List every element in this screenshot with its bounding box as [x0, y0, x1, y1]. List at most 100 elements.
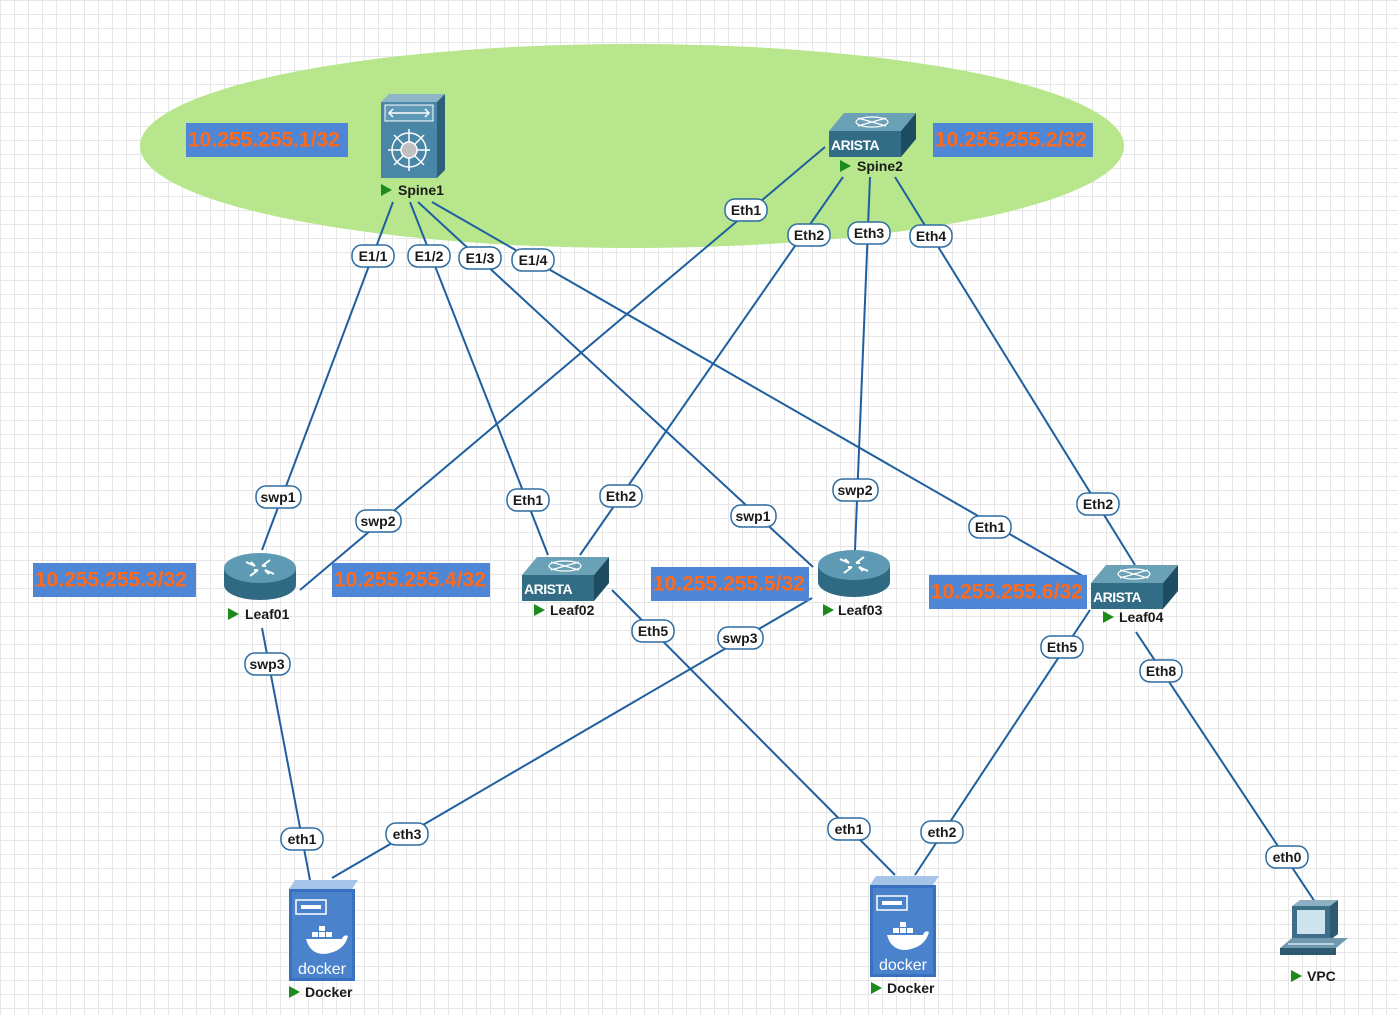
router-icon [818, 550, 890, 597]
leaf04-brand: ARISTA [1093, 589, 1141, 605]
node-docker2[interactable]: docker Docker [870, 876, 939, 996]
node-label: Docker [871, 980, 935, 996]
port-leaf02-eth5[interactable]: Eth5 [631, 619, 675, 643]
port-text: Eth2 [606, 488, 637, 504]
port-text: eth3 [393, 826, 422, 842]
whale-icon [887, 922, 929, 950]
ip-label-text: 10.255.255.4/32 [334, 569, 486, 592]
node-leaf04[interactable]: ARISTA Leaf04 [1091, 565, 1178, 625]
leaf01-name: Leaf01 [245, 606, 290, 622]
node-label: VPC [1291, 968, 1336, 984]
docker1-brand: docker [298, 961, 347, 978]
port-spine2-eth1[interactable]: Eth1 [724, 198, 768, 222]
router-icon [224, 553, 296, 600]
leaf03-name: Leaf03 [838, 602, 883, 618]
port-leaf04-eth8[interactable]: Eth8 [1139, 659, 1183, 683]
ip-label-leaf01b: 10.255.255.4/32 [332, 563, 490, 597]
ip-label-leaf04: 10.255.255.6/32 [929, 575, 1087, 609]
port-text: Eth2 [1083, 496, 1114, 512]
ip-label-text: 10.255.255.1/32 [188, 129, 340, 152]
arista-switch-icon: ARISTA [522, 557, 609, 601]
ip-label-text: 10.255.255.5/32 [653, 573, 805, 596]
port-text: eth0 [1273, 849, 1302, 865]
node-leaf01[interactable]: Leaf01 [224, 553, 296, 622]
node-label: Spine1 [381, 182, 444, 198]
port-text: Eth5 [1047, 639, 1078, 655]
docker-server-icon: docker [870, 876, 939, 977]
port-text: Eth1 [731, 202, 762, 218]
ip-label-text: 10.255.255.3/32 [35, 569, 187, 592]
port-leaf01-swp2[interactable]: swp2 [355, 509, 402, 533]
port-spine1-e1-3[interactable]: E1/3 [458, 246, 502, 270]
port-vpc-eth0[interactable]: eth0 [1265, 845, 1309, 869]
port-text: Eth2 [794, 227, 825, 243]
port-text: swp2 [360, 513, 395, 529]
port-docker2-eth1[interactable]: eth1 [827, 817, 871, 841]
node-leaf03[interactable]: Leaf03 [818, 550, 890, 618]
port-text: eth2 [928, 824, 957, 840]
node-label: Leaf03 [823, 602, 883, 618]
arista-switch-icon: ARISTA [829, 113, 916, 157]
port-text: swp2 [837, 482, 872, 498]
port-text: Eth5 [638, 623, 669, 639]
nexus-switch-icon [381, 94, 445, 178]
port-docker1-eth3[interactable]: eth3 [385, 822, 429, 846]
port-text: swp1 [735, 508, 770, 524]
ip-label-text: 10.255.255.6/32 [931, 581, 1083, 604]
port-leaf04-eth1[interactable]: Eth1 [968, 515, 1012, 539]
port-leaf01-swp1[interactable]: swp1 [255, 485, 302, 509]
port-spine1-e1-4[interactable]: E1/4 [511, 248, 555, 272]
docker2-brand: docker [879, 957, 928, 974]
vpc-name: VPC [1307, 968, 1336, 984]
node-label: Leaf01 [228, 606, 290, 622]
port-text: Eth4 [916, 228, 947, 244]
docker-server-icon: docker [289, 880, 358, 981]
port-spine2-eth3[interactable]: Eth3 [847, 221, 891, 245]
port-leaf03-swp2[interactable]: swp2 [832, 478, 879, 502]
docker1-name: Docker [305, 984, 353, 1000]
port-spine1-e1-2[interactable]: E1/2 [407, 244, 451, 268]
node-spine1[interactable]: Spine1 [381, 94, 445, 198]
pc-icon [1280, 900, 1348, 955]
node-label: Leaf02 [534, 602, 595, 618]
port-text: Eth1 [513, 492, 544, 508]
spine2-name: Spine2 [857, 158, 903, 174]
port-text: eth1 [288, 831, 317, 847]
node-docker1[interactable]: docker Docker [289, 880, 358, 1000]
port-leaf01-swp3[interactable]: swp3 [244, 652, 291, 676]
leaf02-name: Leaf02 [550, 602, 595, 618]
port-leaf03-swp3[interactable]: swp3 [717, 626, 764, 650]
port-text: swp3 [722, 630, 757, 646]
ip-label-leaf01: 10.255.255.3/32 [33, 563, 196, 597]
spine1-name: Spine1 [398, 182, 444, 198]
ip-label-text: 10.255.255.2/32 [935, 129, 1087, 152]
spine-area [140, 44, 1124, 248]
port-leaf04-eth2[interactable]: Eth2 [1076, 492, 1120, 516]
port-text: E1/2 [415, 248, 444, 264]
port-spine2-eth4[interactable]: Eth4 [909, 224, 953, 248]
port-docker2-eth2[interactable]: eth2 [920, 820, 964, 844]
port-spine2-eth2[interactable]: Eth2 [787, 223, 831, 247]
port-text: Eth3 [854, 225, 885, 241]
docker2-name: Docker [887, 980, 935, 996]
port-text: swp3 [249, 656, 284, 672]
port-leaf02-eth1[interactable]: Eth1 [506, 488, 550, 512]
ip-label-leaf03: 10.255.255.5/32 [651, 567, 809, 601]
port-spine1-e1-1[interactable]: E1/1 [351, 244, 395, 268]
port-leaf04-eth5[interactable]: Eth5 [1040, 635, 1084, 659]
leaf04-name: Leaf04 [1119, 609, 1164, 625]
arista-switch-icon: ARISTA [1091, 565, 1178, 609]
port-text: swp1 [260, 489, 295, 505]
node-leaf02[interactable]: ARISTA Leaf02 [522, 557, 609, 618]
port-docker1-eth1[interactable]: eth1 [280, 827, 324, 851]
port-leaf02-eth2[interactable]: Eth2 [599, 484, 643, 508]
port-text: E1/1 [359, 248, 388, 264]
spine2-brand: ARISTA [831, 137, 879, 153]
port-text: E1/3 [466, 250, 495, 266]
node-spine2[interactable]: ARISTA Spine2 [829, 113, 916, 174]
node-label: Docker [289, 984, 353, 1000]
port-leaf03-swp1[interactable]: swp1 [730, 504, 777, 528]
node-label: Leaf04 [1103, 609, 1164, 625]
node-vpc[interactable]: VPC [1280, 900, 1348, 984]
